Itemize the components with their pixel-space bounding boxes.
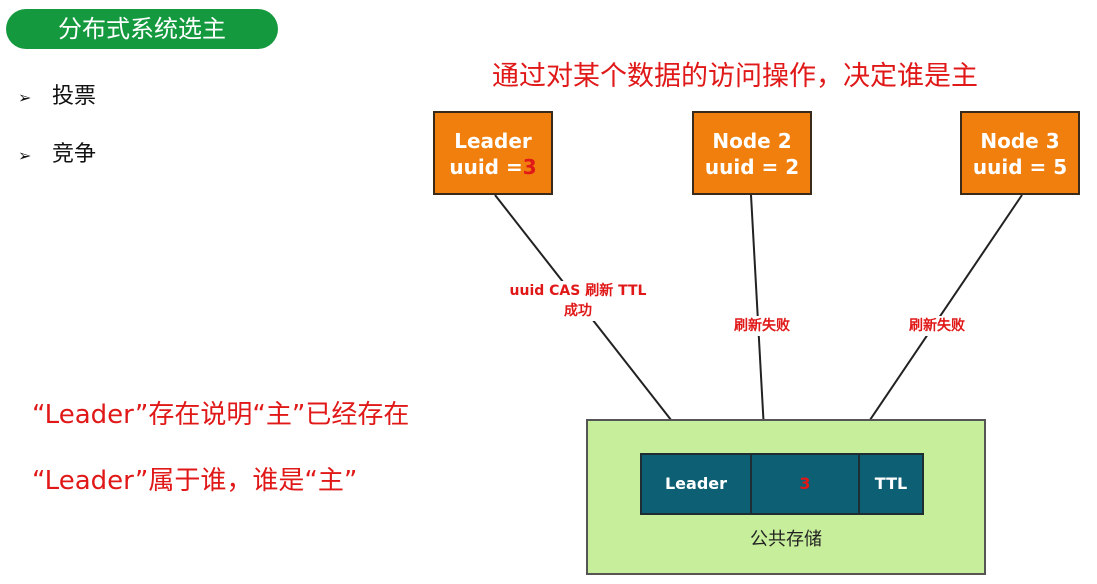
arrow-bullet-icon: ➢	[18, 88, 32, 107]
arrow-bullet-icon: ➢	[18, 146, 32, 165]
node-2: Node 2 uuid = 2	[692, 111, 812, 195]
shared-storage: Leader 3 TTL 公共存储	[586, 419, 986, 575]
diagram-headline: 通过对某个数据的访问操作，决定谁是主	[492, 61, 978, 92]
bullet-text: 竞争	[52, 142, 97, 167]
note-leader-owner: “Leader”属于谁，谁是“主”	[32, 466, 358, 496]
node-name: Node 2	[712, 129, 792, 153]
storage-cell-value: 3	[750, 453, 860, 515]
slide-title: 分布式系统选主	[58, 15, 226, 43]
node-name: Node 3	[980, 129, 1060, 153]
edge-leader-to-storage	[494, 194, 695, 450]
node-uuid: uuid = 5	[972, 155, 1068, 179]
slide-title-badge: 分布式系统选主	[6, 9, 278, 49]
storage-cell-key: Leader	[640, 453, 752, 515]
node-3: Node 3 uuid = 5	[960, 111, 1080, 195]
node-uuid: uuid =3	[449, 155, 537, 179]
bullet-text: 投票	[52, 84, 97, 109]
node-uuid-value: 3	[522, 155, 537, 179]
node-leader: Leader uuid =3	[433, 111, 553, 195]
note-leader-exists: “Leader”存在说明“主”已经存在	[32, 400, 410, 430]
bullet-item-compete: ➢ 竞争	[18, 136, 96, 168]
node-uuid: uuid = 2	[704, 155, 800, 179]
edge-label-node3: 刷新失败	[897, 316, 977, 336]
edge-label-node2: 刷新失败	[722, 316, 802, 336]
storage-cell-ttl: TTL	[858, 453, 924, 515]
storage-label: 公共存储	[750, 529, 822, 550]
edge-label-leader: uuid CAS 刷新 TTL 成功	[496, 281, 660, 321]
bullet-item-vote: ➢ 投票	[18, 78, 96, 110]
node-name: Leader	[454, 129, 532, 153]
